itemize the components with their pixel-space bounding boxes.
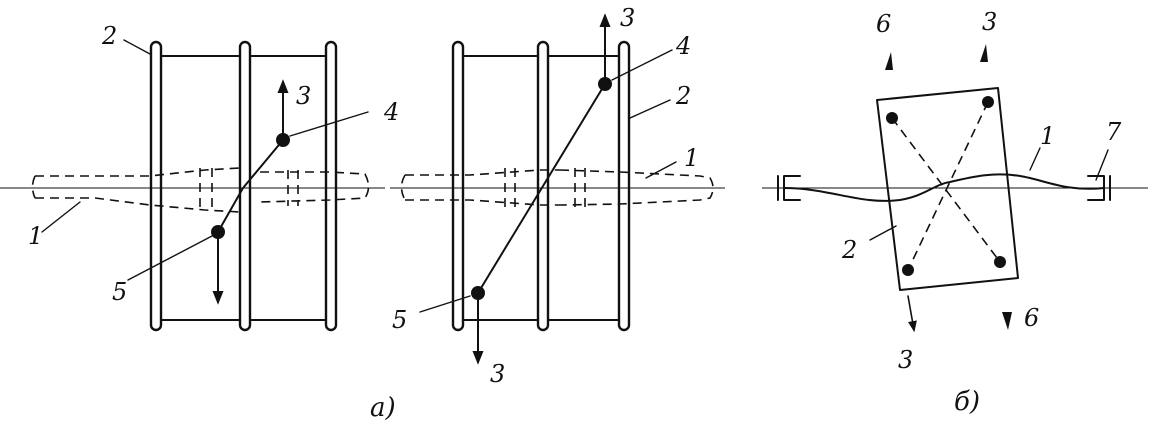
disk-right — [617, 40, 631, 332]
tilted-disk — [876, 87, 1019, 291]
diagonal-shaft — [477, 83, 606, 294]
label-5: 5 — [112, 278, 127, 306]
disk-left — [149, 40, 163, 332]
label-2: 2 — [841, 236, 857, 264]
shaft-journal — [199, 168, 299, 212]
label-6-bottom: 6 — [1024, 304, 1039, 332]
shaft-outline — [31, 167, 370, 213]
label-3-top: 3 — [982, 8, 997, 36]
weight-1 — [886, 112, 898, 124]
caption-a: а) — [370, 393, 396, 423]
label-5: 5 — [392, 306, 407, 334]
label-3-bottom: 3 — [898, 346, 913, 374]
label-1: 1 — [684, 144, 699, 172]
arrow-3-top — [980, 44, 988, 62]
label-1: 1 — [1040, 122, 1055, 150]
disk-left — [451, 40, 465, 332]
weight-4 — [902, 264, 914, 276]
figure-b: 6 3 1 7 2 3 6 — [762, 8, 1148, 374]
label-3: 3 — [296, 82, 311, 110]
shaft-journal — [504, 168, 586, 208]
arrow-6-bottom — [1002, 312, 1012, 330]
disk-middle — [238, 40, 252, 332]
label-3-top: 3 — [620, 4, 635, 32]
arrow-6-top — [885, 52, 893, 70]
figure-a-left: 1 2 3 4 5 — [0, 22, 399, 332]
disk-middle — [536, 40, 550, 332]
label-7: 7 — [1106, 118, 1122, 146]
weight-upper — [276, 133, 290, 147]
weight-lower — [211, 225, 225, 239]
support-right — [1087, 175, 1111, 201]
label-2: 2 — [101, 22, 117, 50]
disk-right — [324, 40, 338, 332]
label-4: 4 — [675, 32, 691, 60]
support-left — [777, 175, 801, 201]
weight-upper — [598, 77, 612, 91]
label-4: 4 — [383, 98, 399, 126]
weight-2 — [982, 96, 994, 108]
label-3-bottom: 3 — [490, 360, 505, 388]
caption-b: б) — [954, 387, 980, 417]
weight-lower — [471, 286, 485, 300]
figure-a-right: 1 2 3 3 4 5 — [390, 4, 725, 388]
bent-shaft — [217, 139, 284, 233]
weight-3 — [994, 256, 1006, 268]
label-2: 2 — [675, 82, 691, 110]
deflected-shaft — [783, 173, 1105, 202]
label-1: 1 — [28, 222, 43, 250]
label-6-top: 6 — [876, 10, 891, 38]
